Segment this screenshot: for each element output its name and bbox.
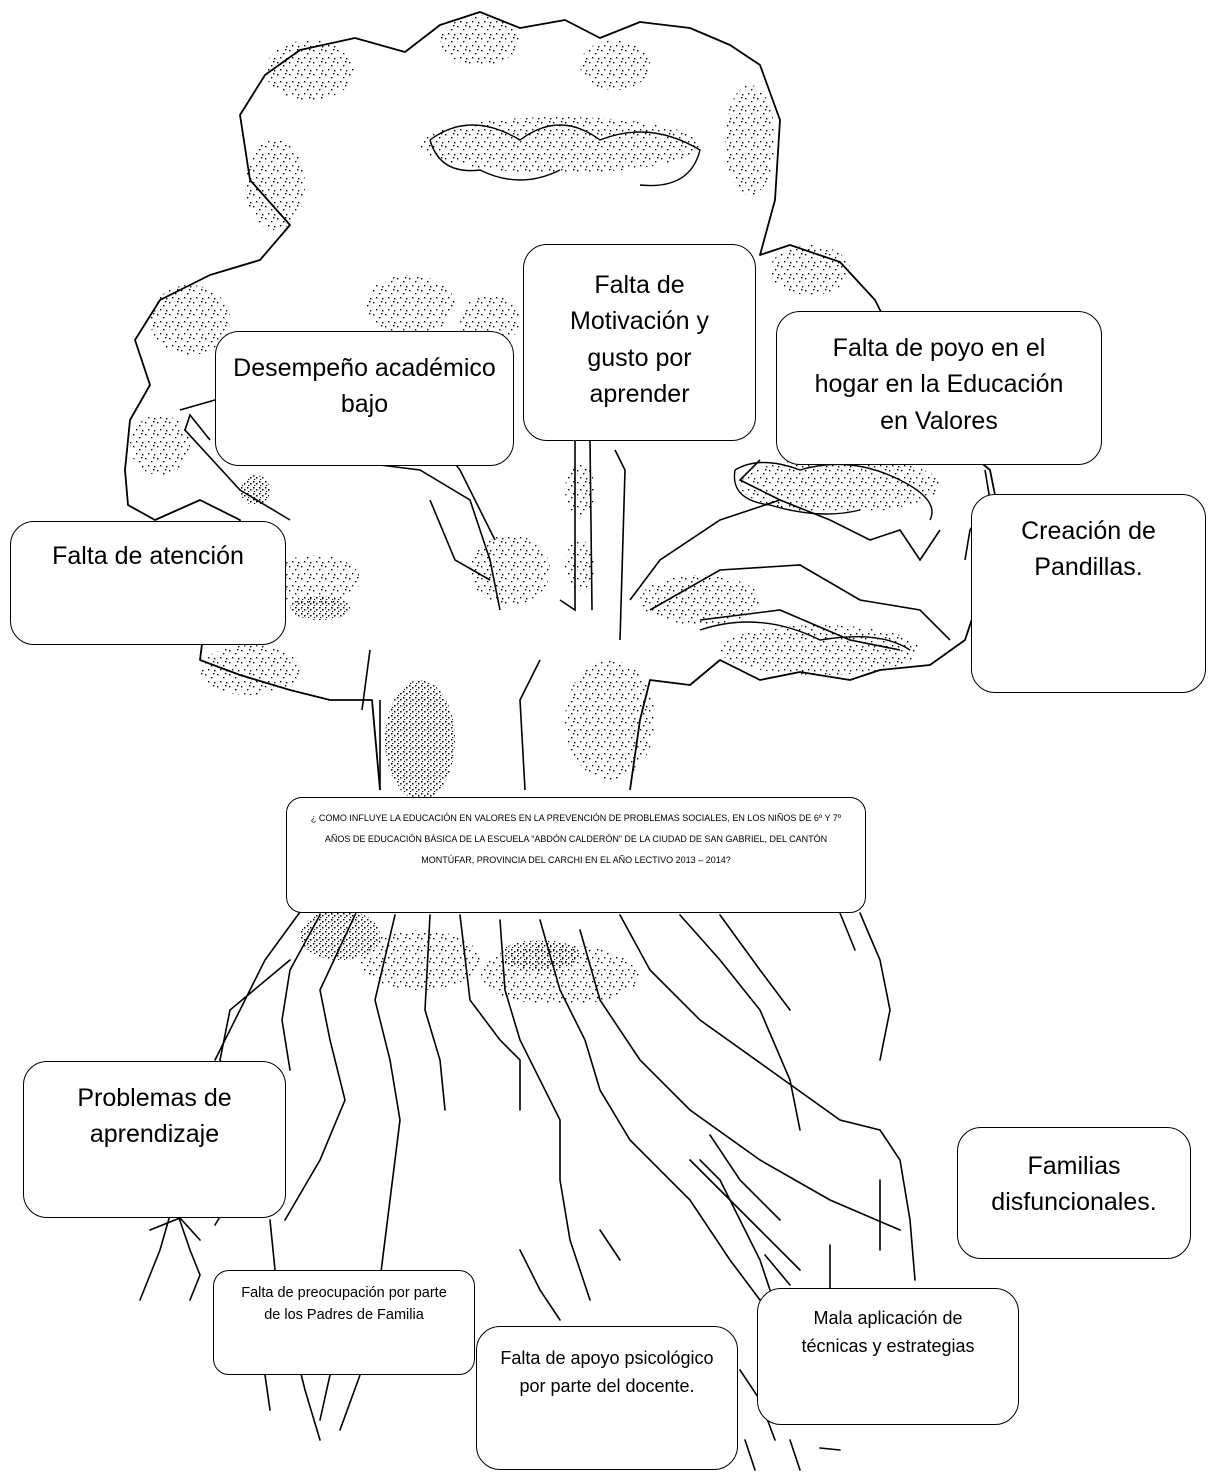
cause-box-aprendizaje: Problemas de aprendizaje [23,1061,286,1218]
effect-text-atencion: Falta de atención [52,542,244,570]
effect-text-apoyo-hogar: Falta de poyo en el hogar en la Educació… [814,334,1064,435]
effect-box-desempeno: Desempeño académico bajo [215,331,514,466]
effect-text-pandillas: Creación de Pandillas. [1021,517,1156,582]
effect-box-apoyo-hogar: Falta de poyo en el hogar en la Educació… [776,311,1102,465]
cause-box-psicologico: Falta de apoyo psicológico por parte del… [476,1326,738,1470]
cause-box-familias: Familias disfuncionales. [957,1127,1191,1259]
central-problem-text: ¿ COMO INFLUYE LA EDUCACIÓN EN VALORES E… [310,813,842,866]
cause-text-familias: Familias disfuncionales. [991,1152,1157,1217]
stipple-shading [130,15,940,1005]
effect-box-pandillas: Creación de Pandillas. [971,494,1206,693]
effect-box-motivacion: Falta de Motivación y gusto por aprender [523,244,756,441]
effect-text-desempeno: Desempeño académico bajo [233,354,496,419]
cause-box-padres: Falta de preocupación por parte de los P… [213,1270,475,1375]
effect-box-atencion: Falta de atención [10,521,286,645]
central-problem-box: ¿ COMO INFLUYE LA EDUCACIÓN EN VALORES E… [286,797,866,913]
effect-text-motivacion: Falta de Motivación y gusto por aprender [570,271,709,408]
cause-text-tecnicas: Mala aplicación de técnicas y estrategia… [801,1308,975,1356]
cause-text-psicologico: Falta de apoyo psicológico por parte del… [500,1348,714,1396]
cause-box-tecnicas: Mala aplicación de técnicas y estrategia… [757,1288,1019,1425]
cause-text-aprendizaje: Problemas de aprendizaje [77,1084,232,1149]
root-lines [139,911,916,1471]
cause-text-padres: Falta de preocupación por parte de los P… [241,1285,447,1323]
